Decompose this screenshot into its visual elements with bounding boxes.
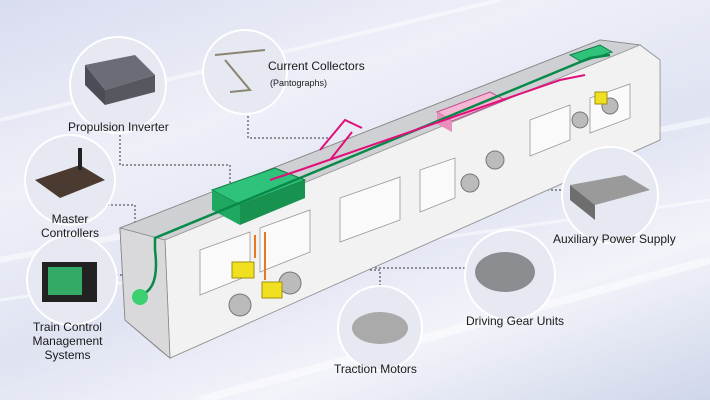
pantograph-photo [202,29,288,115]
train-car [118,39,661,359]
current-collectors-label: Current Collectors [268,59,365,73]
component-photos [24,29,659,371]
label-line: Systems [44,348,91,362]
master-controllers-label: Master Controllers [20,212,120,240]
propulsion-inverter-label: Propulsion Inverter [68,120,169,134]
label-line: Train Control [33,320,102,334]
pantograph-on-roof [319,118,363,161]
label-line: Controllers [40,226,100,240]
tcms-label: Train Control Management Systems [10,320,125,362]
auxiliary-power-supply-label: Auxiliary Power Supply [553,232,676,246]
label-line: Management [32,334,103,348]
traction-motors-label: Traction Motors [334,362,417,376]
driving-gear-units-label: Driving Gear Units [466,314,565,328]
label-line: Master [51,212,89,226]
pantographs-sublabel: (Pantographs) [270,78,328,88]
